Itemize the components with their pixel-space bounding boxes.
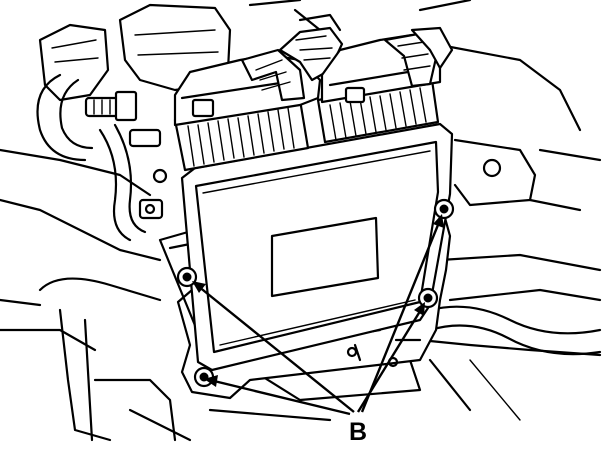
left-harness-connector [173,13,344,172]
leader-to-bolt-lower-left [213,379,351,416]
leader-to-bolt-upper-right [360,219,442,413]
arrowhead-upper-left [192,281,206,293]
mounting-bolt-upper-right [433,198,455,220]
leader-to-bolt-upper-left [197,285,355,413]
arrowhead-lower-right [414,302,425,316]
background-body-panels [0,0,602,442]
background-hoses [36,73,602,356]
callout-leaders [192,214,444,416]
mounting-bolt-lower-left [193,366,215,388]
callout-label-b: B [348,418,368,446]
arrowhead-upper-right [433,214,444,228]
mounting-bolt-lower-right [417,287,439,309]
right-harness-connector [316,26,454,144]
arrowhead-lower-left [204,375,218,387]
mounting-bolt-upper-left [176,266,198,288]
